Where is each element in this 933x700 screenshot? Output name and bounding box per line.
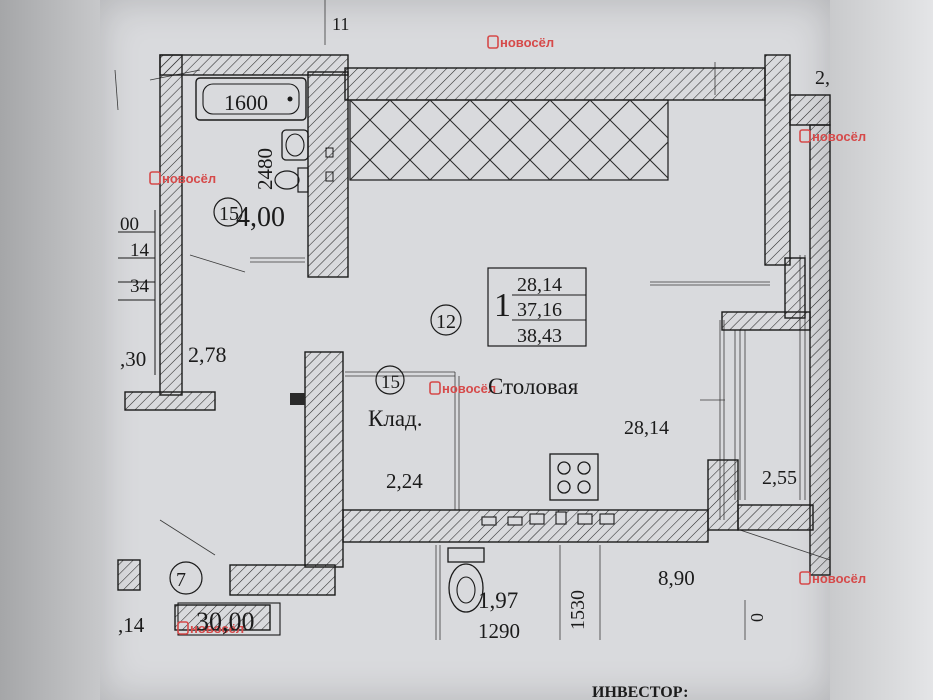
watermark-logo: новосёл	[812, 571, 866, 586]
dim-1290: 1290	[478, 619, 520, 643]
lower-left-value: ,14	[118, 613, 145, 637]
main-room-number: 12	[436, 311, 456, 333]
bathroom-number: 15	[219, 203, 239, 225]
left-margin-row3: 34	[130, 276, 150, 297]
kitchen-tiles	[349, 99, 669, 181]
left-margin-table	[118, 210, 156, 375]
watermarks: новосёл новосёл новосёл новосёл новосёл …	[149, 35, 866, 636]
room7-label-box	[177, 602, 281, 636]
area-right: 8,90	[658, 566, 695, 590]
apartment-number: 1	[494, 287, 511, 324]
background-right	[830, 0, 933, 700]
stove	[549, 453, 599, 501]
pipes	[325, 147, 334, 182]
area-with-balcony: 38,43	[517, 325, 562, 347]
main-room-name: Столовая	[488, 374, 579, 399]
left-margin-row1: 00	[120, 214, 139, 235]
top-right-value: 2,	[815, 67, 830, 89]
area-table	[487, 267, 587, 347]
bathroom-area: 4,00	[236, 202, 285, 233]
wall-stub	[290, 393, 305, 405]
background-left	[0, 0, 100, 700]
watermark-logo: новосёл	[500, 35, 554, 50]
watermark-logo: новосёл	[442, 381, 496, 396]
dim-1530: 1530	[567, 590, 589, 630]
watermark-logo: новосёл	[812, 129, 866, 144]
storage-name: Клад.	[368, 406, 422, 431]
radiators	[481, 511, 615, 526]
axis-mark: 11	[332, 14, 349, 34]
room7-area: 30,00	[196, 607, 255, 636]
main-room-area: 28,14	[624, 417, 669, 439]
left-margin-row2: 14	[130, 240, 150, 261]
walls	[117, 54, 831, 631]
balcony-area: 2,55	[762, 467, 797, 489]
watermark-logo: новосёл	[162, 171, 216, 186]
sink	[281, 129, 309, 161]
corridor-area: 2,78	[188, 342, 227, 367]
toilet-upper	[274, 167, 309, 193]
left-margin-row4: ,30	[120, 347, 146, 371]
toilet-lower	[447, 547, 485, 613]
room-circles	[169, 197, 462, 595]
bathroom-depth: 2480	[253, 148, 277, 190]
area-total: 37,16	[517, 299, 562, 321]
tub-length: 1600	[224, 90, 268, 115]
area-living: 28,14	[517, 274, 562, 296]
drawing-sheet	[100, 0, 830, 700]
investor-label: ИНВЕСТОР:	[592, 684, 688, 700]
watermark-logo: новосёл	[190, 621, 244, 636]
storage-area: 2,24	[386, 469, 423, 493]
wc-area: 1,97	[478, 588, 518, 613]
room7-number: 7	[176, 569, 186, 591]
zero-mark: 0	[747, 613, 767, 622]
storage-number: 15	[381, 372, 400, 393]
bathtub	[195, 77, 307, 121]
